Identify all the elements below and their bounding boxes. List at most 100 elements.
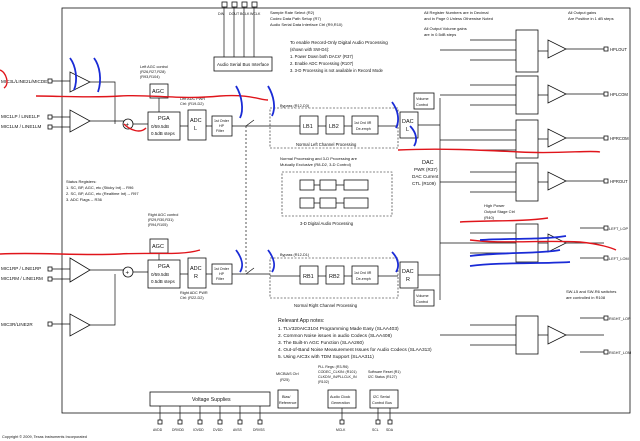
svg-text:are in 0.5dB steps: are in 0.5dB steps <box>424 32 456 37</box>
adc-right <box>187 257 207 289</box>
svg-text:SDA: SDA <box>386 428 394 432</box>
svg-text:(shown with SW-D4):: (shown with SW-D4): <box>290 47 329 52</box>
svg-text:Volume: Volume <box>416 97 429 101</box>
svg-text:4. Out-of-Band Noise Measureme: 4. Out-of-Band Noise Measurement Issues … <box>278 347 432 353</box>
dac-power-note: DAC PWR (R37) DAC Current CTL (R109) <box>412 160 439 186</box>
voltage-supplies <box>149 391 271 407</box>
output-amp-hplout <box>547 39 567 59</box>
gain-amp-mic3r <box>69 313 91 337</box>
svg-text:3. ADC Flags -- R36: 3. ADC Flags -- R36 <box>66 197 103 202</box>
normal-right-processing <box>269 257 399 299</box>
svg-text:ADC: ADC <box>190 118 202 124</box>
svg-text:SW-L5 and SW-R6 switches: SW-L5 and SW-R6 switches <box>566 289 616 294</box>
svg-text:IOVDD: IOVDD <box>193 428 204 432</box>
svg-text:CTL (R109): CTL (R109) <box>412 181 436 186</box>
svg-text:(R94,R105): (R94,R105) <box>148 223 168 227</box>
svg-text:L: L <box>406 127 409 133</box>
svg-text:Codec Data Path Setup (R7): Codec Data Path Setup (R7) <box>270 16 322 21</box>
svg-text:R: R <box>194 274 198 280</box>
svg-text:Right ADC PWR: Right ADC PWR <box>180 291 208 295</box>
pin-mic1lm <box>47 124 53 130</box>
audio-clock-generation <box>327 389 357 409</box>
port-label-mic3l: MIC3L/LINE2L/MICDET <box>1 79 50 84</box>
svg-text:Left ADC PWR: Left ADC PWR <box>180 97 205 101</box>
svg-text:Normal Right Channel Processin: Normal Right Channel Processing <box>294 303 358 308</box>
svg-text:All Register Numbers are in De: All Register Numbers are in Decimal <box>424 10 489 15</box>
output-amp-hprout <box>547 171 567 191</box>
svg-text:Filter: Filter <box>216 277 225 281</box>
svg-text:HP: HP <box>219 124 225 128</box>
svg-text:DRVDD: DRVDD <box>172 428 185 432</box>
red-annotations <box>0 69 617 256</box>
iir-block-right <box>351 265 379 285</box>
svg-text:3-D Digital Audio Processing: 3-D Digital Audio Processing <box>300 221 354 226</box>
normal-left-processing <box>269 107 399 149</box>
svg-text:DAC: DAC <box>402 119 414 125</box>
svg-text:1. TLV320AIC3104 Programming M: 1. TLV320AIC3104 Programming Made Easy (… <box>278 326 399 332</box>
svg-text:Control: Control <box>416 300 428 304</box>
svg-text:Control Bus: Control Bus <box>372 401 392 405</box>
svg-text:0.5dB steps: 0.5dB steps <box>151 279 176 284</box>
gain-amp-mic1l <box>69 109 91 133</box>
svg-text:(R102): (R102) <box>318 380 329 384</box>
svg-text:Ctrl: (R19-D2): Ctrl: (R19-D2) <box>180 102 204 106</box>
rb1-block <box>299 265 319 285</box>
port-label-mic1lm: MIC1LM / LINE1LM <box>1 124 42 129</box>
svg-text:(R25): (R25) <box>280 378 290 382</box>
svg-text:De-emph: De-emph <box>356 277 371 281</box>
pga-left <box>147 111 181 141</box>
svg-text:HP: HP <box>219 272 225 276</box>
svg-text:DAC: DAC <box>422 160 434 166</box>
svg-text:All Output gains: All Output gains <box>568 10 596 15</box>
svg-text:Relevant App notes:: Relevant App notes: <box>278 318 324 324</box>
svg-text:AVSS: AVSS <box>233 428 243 432</box>
svg-text:are controlled in R108: are controlled in R108 <box>566 295 606 300</box>
port-label-mic1rp: MIC1RP / LINE1RP <box>1 266 41 271</box>
svg-text:LB2: LB2 <box>329 124 339 130</box>
svg-text:(R26,R27,R28): (R26,R27,R28) <box>140 70 166 74</box>
rb2-block <box>325 265 345 285</box>
blue-annotations <box>69 57 571 273</box>
svg-text:PWR (R37): PWR (R37) <box>414 167 438 172</box>
svg-text:Volume: Volume <box>416 294 429 298</box>
svg-text:(R40): (R40) <box>484 215 495 220</box>
svg-text:Reference: Reference <box>279 401 297 405</box>
svg-text:DVDD: DVDD <box>213 428 223 432</box>
lb2-block <box>325 115 345 135</box>
svg-text:0.5dB steps: 0.5dB steps <box>151 131 176 136</box>
svg-text:1st Order: 1st Order <box>214 267 230 271</box>
svg-text:Audio Clock: Audio Clock <box>330 395 350 399</box>
port-label-hprcom: HPRCOM <box>610 136 629 141</box>
output-amp-hprcom <box>547 128 567 148</box>
bottom-pins: AVDD DRVDD IOVDD DVDD AVSS DRVSS <box>153 419 265 432</box>
port-label-hprout: HPROUT <box>610 179 628 184</box>
svg-text:2. SC, BP, AGC, etc (Realtime: 2. SC, BP, AGC, etc (Realtime Int) -- R9… <box>66 191 139 196</box>
svg-text:De-emph: De-emph <box>356 127 371 131</box>
bias-reference <box>277 389 299 409</box>
svg-text:1. SC, BP, AGC, etc (Sticky In: 1. SC, BP, AGC, etc (Sticky Int) -- R96 <box>66 185 134 190</box>
svg-text:Output Stage Ctrl: Output Stage Ctrl <box>484 209 515 214</box>
svg-text:DOUT: DOUT <box>229 12 240 16</box>
svg-text:CLKDIV_IN/PLLCLK_IN: CLKDIV_IN/PLLCLK_IN <box>318 375 357 379</box>
svg-text:Normal Left Channel Processing: Normal Left Channel Processing <box>296 142 357 147</box>
port-label-right-lop: RIGHT_LOP <box>609 317 631 321</box>
svg-text:MICBIAS Ctrl: MICBIAS Ctrl <box>276 372 299 376</box>
svg-text:AGC: AGC <box>152 244 164 250</box>
svg-text:2. Enable ADC Processing (R107: 2. Enable ADC Processing (R107) <box>290 61 354 66</box>
svg-text:0/59.5dB: 0/59.5dB <box>151 272 169 277</box>
svg-text:3. 3-D Processing is not avail: 3. 3-D Processing is not available in Re… <box>290 68 384 73</box>
svg-text:3. The Built-In AGC Function (: 3. The Built-In AGC Function (SLAA260) <box>278 340 364 346</box>
pin-mic3l <box>47 78 53 84</box>
svg-text:Generation: Generation <box>331 401 350 405</box>
svg-text:(R29,R30,R31): (R29,R30,R31) <box>148 218 174 222</box>
svg-text:DIN: DIN <box>218 12 225 16</box>
svg-text:DRVSS: DRVSS <box>253 428 265 432</box>
svg-text:RB1: RB1 <box>303 274 314 280</box>
svg-text:CODEC_CLKIN: (R101): CODEC_CLKIN: (R101) <box>318 370 357 374</box>
svg-text:AVDD: AVDD <box>153 428 163 432</box>
port-label-mic1lp: MIC1LP / LINE1LP <box>1 114 40 119</box>
svg-text:Status Registers:: Status Registers: <box>66 179 96 184</box>
volume-control-left <box>413 92 435 110</box>
